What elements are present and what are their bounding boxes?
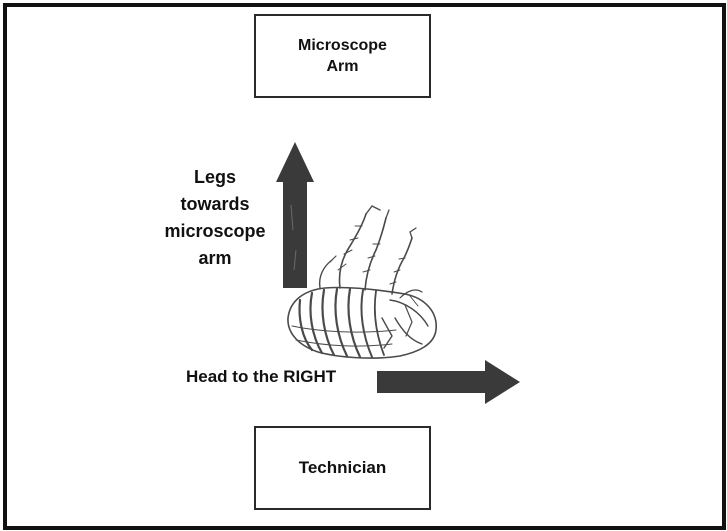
flea-specimen-icon <box>288 206 436 358</box>
up-arrow-icon <box>276 142 314 288</box>
right-arrow-icon <box>377 360 520 404</box>
